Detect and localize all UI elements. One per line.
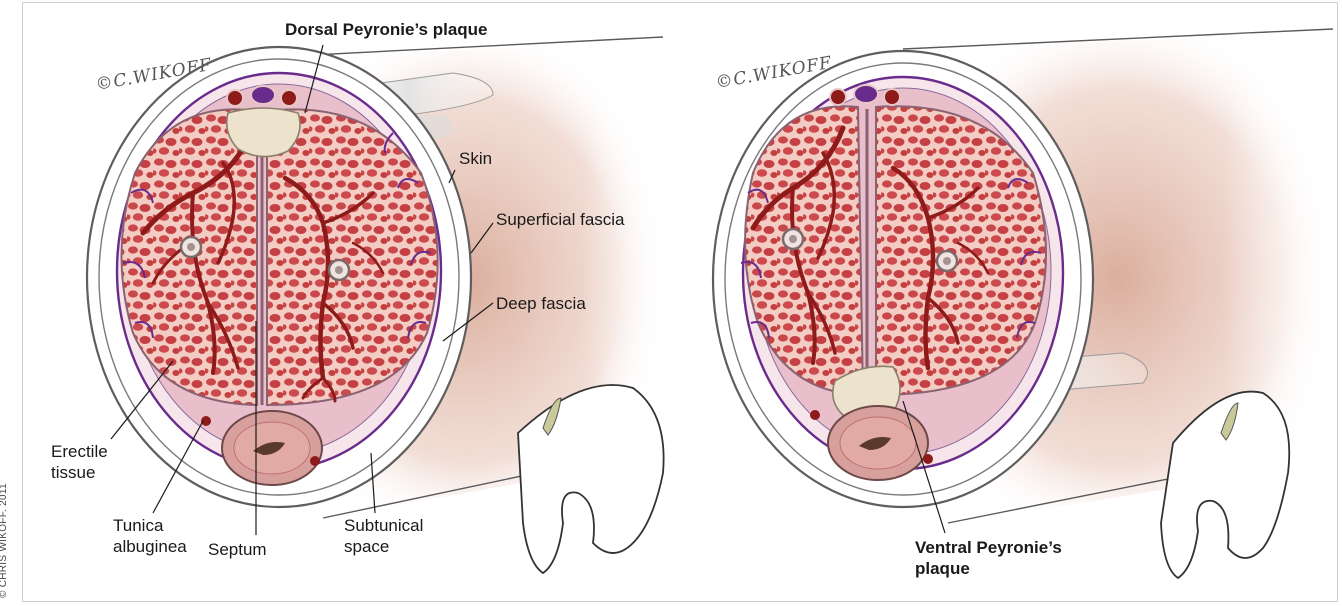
illustration-frame: ©C.WIKOFF ©C.WIKOFF Dorsal Peyronie’s pl… <box>22 2 1338 602</box>
anatomy-illustration <box>23 3 1338 602</box>
label-subtunical-space: Subtunical space <box>344 515 423 557</box>
label-dorsal-plaque: Dorsal Peyronie’s plaque <box>285 19 488 40</box>
label-skin: Skin <box>459 148 492 169</box>
copyright-credit: © CHRIS WIKOFF. 2011 <box>0 483 9 598</box>
label-tunica-albuginea: Tunica albuginea <box>113 515 187 557</box>
label-deep-fascia: Deep fascia <box>496 293 586 314</box>
label-ventral-plaque: Ventral Peyronie’s plaque <box>915 537 1062 579</box>
dorsal-plaque <box>227 108 300 157</box>
label-superficial-fascia: Superficial fascia <box>496 209 625 230</box>
label-erectile-tissue: Erectile tissue <box>51 441 108 483</box>
label-septum: Septum <box>208 539 267 560</box>
